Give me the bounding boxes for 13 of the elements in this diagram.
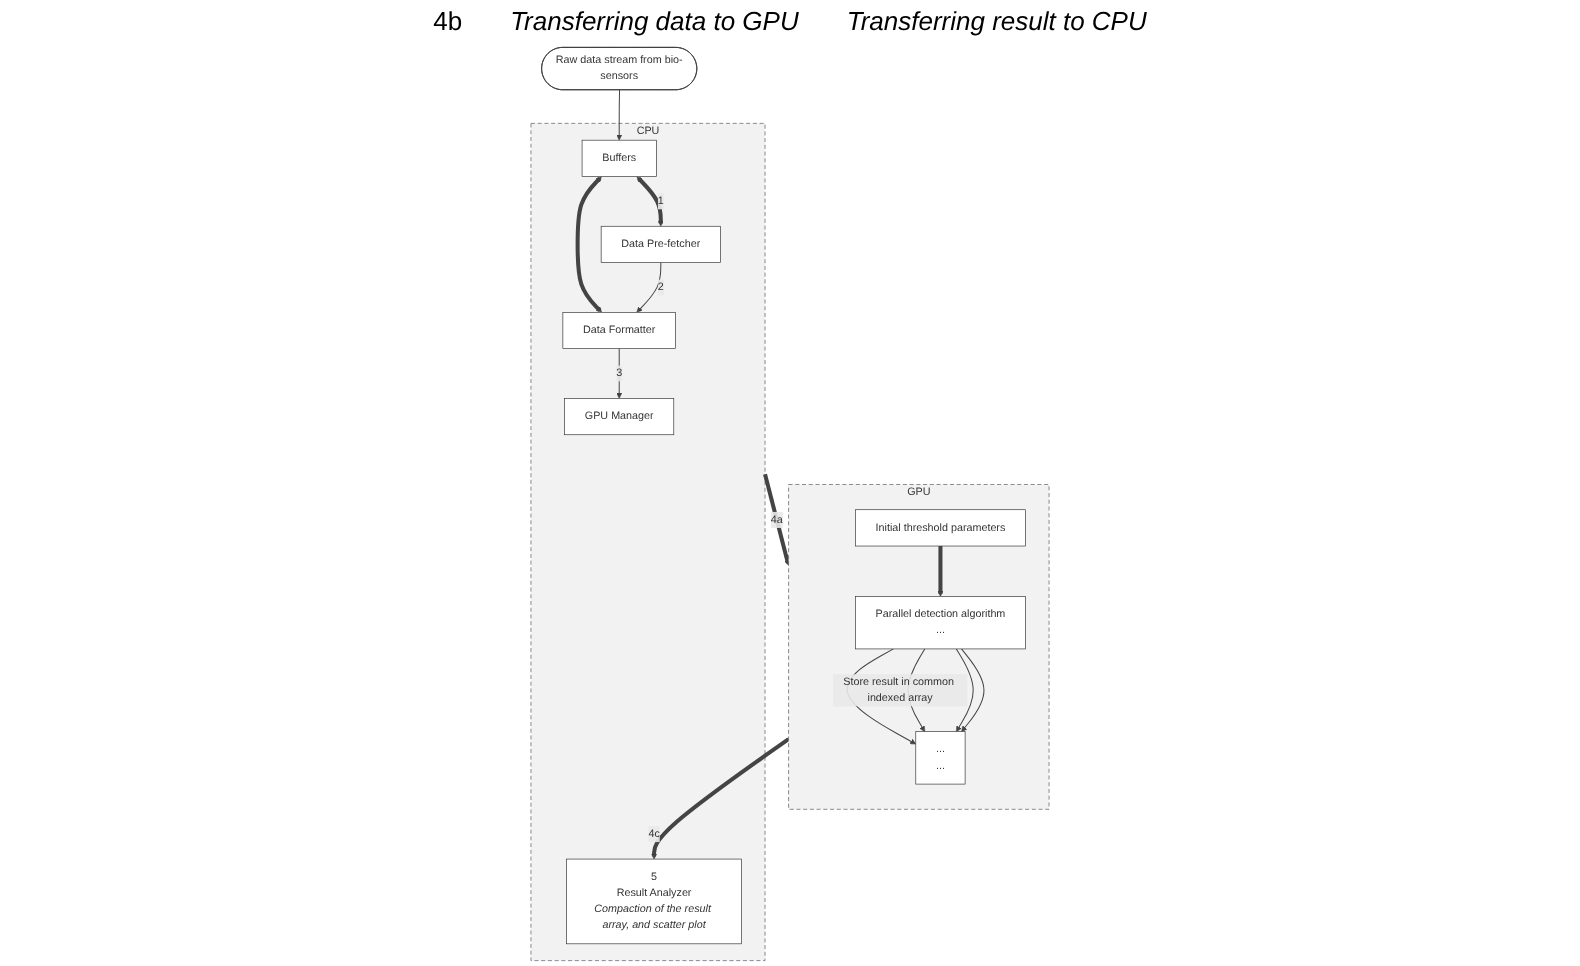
arrow-caption: Transferring data to GPU [510, 6, 799, 36]
arrow [955, 648, 974, 732]
arrow [616, 348, 623, 399]
arrow-caption: Transferring result to CPU [846, 6, 1147, 36]
arrow [763, 473, 791, 566]
arrow [616, 89, 623, 141]
arrow [961, 648, 985, 732]
arrow [636, 176, 664, 227]
step-number: 4b [433, 6, 463, 36]
arrow [937, 546, 944, 597]
arrow [636, 262, 662, 313]
arrow [651, 737, 790, 860]
arrow [575, 176, 602, 313]
